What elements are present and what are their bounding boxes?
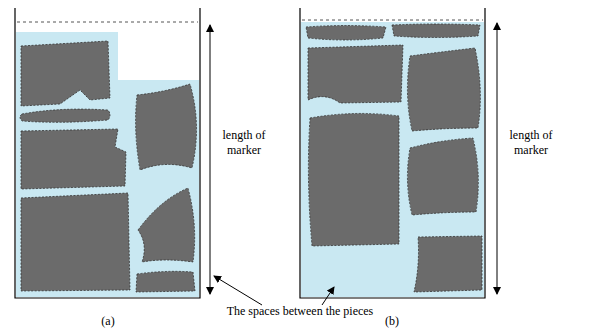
container-wall xyxy=(300,8,485,298)
piece xyxy=(21,41,110,106)
piece xyxy=(392,24,480,38)
dashed-line xyxy=(302,20,483,21)
marker-b xyxy=(300,8,497,298)
dimension-arrow xyxy=(497,23,498,294)
dimension-arrow xyxy=(210,25,211,294)
container-wall xyxy=(15,8,200,298)
piece xyxy=(21,193,130,291)
dimension-label: length of marker xyxy=(216,128,272,158)
piece xyxy=(308,113,399,246)
piece xyxy=(306,26,386,41)
piece xyxy=(414,236,482,292)
space-region xyxy=(301,22,484,297)
piece xyxy=(138,188,195,262)
dimension-label: length of marker xyxy=(503,128,559,158)
piece xyxy=(136,84,197,170)
piece xyxy=(21,129,126,189)
leader-line xyxy=(322,287,334,305)
marker-a xyxy=(15,8,210,298)
piece xyxy=(308,45,403,103)
space-region xyxy=(16,32,199,297)
piece xyxy=(136,271,195,292)
leader-line xyxy=(214,276,262,305)
callout-label: The spaces between the pieces xyxy=(227,304,374,319)
piece xyxy=(20,109,110,122)
dashed-line xyxy=(17,22,198,23)
piece xyxy=(407,138,478,215)
piece xyxy=(407,48,480,131)
panel-label: (b) xyxy=(385,314,399,329)
panel-label: (a) xyxy=(101,314,114,329)
